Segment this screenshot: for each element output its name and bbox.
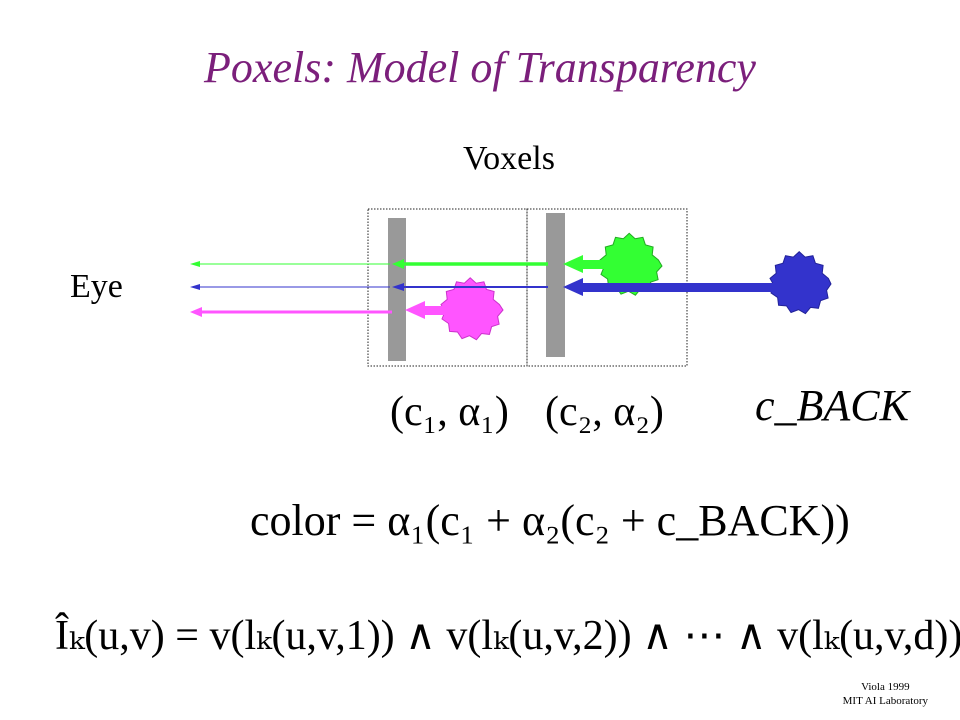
eye-label: Eye	[70, 268, 123, 305]
blue-arrowhead-small	[392, 283, 404, 291]
footer-line-1: Viola 1999	[861, 681, 910, 693]
green-arrowhead-eye	[190, 261, 200, 267]
voxel-2-params: (c₂, α₂)	[545, 389, 664, 435]
occupancy-formula: Îₖ(u,v) = v(lₖ(u,v,1)) ∧ v(lₖ(u,v,2)) ∧ …	[55, 613, 960, 659]
voxel-plane-1	[388, 218, 406, 361]
blue-star-icon	[769, 251, 832, 315]
magenta-ray-thick	[425, 306, 470, 315]
magenta-arrowhead-eye	[190, 307, 202, 317]
footer-line-2: MIT AI Laboratory	[842, 695, 928, 707]
blue-ray-thick	[583, 283, 793, 292]
green-ray-thick	[583, 260, 628, 269]
voxel-plane-2	[546, 213, 565, 357]
voxel-1-params: (c₁, α₁)	[390, 389, 509, 435]
green-arrowhead	[563, 255, 583, 273]
slide-title: Poxels: Model of Transparency	[204, 43, 756, 92]
color-formula: color = α₁(c₁ + α₂(c₂ + c_BACK))	[250, 496, 850, 545]
background-color-label: c_BACK	[755, 381, 909, 430]
footer-credit: Viola 1999 MIT AI Laboratory	[843, 680, 928, 708]
blue-arrowhead	[563, 278, 583, 296]
green-arrowhead-small	[392, 259, 404, 269]
voxels-label: Voxels	[463, 140, 555, 177]
blue-arrowhead-eye	[190, 284, 200, 290]
magenta-arrowhead	[405, 301, 425, 319]
